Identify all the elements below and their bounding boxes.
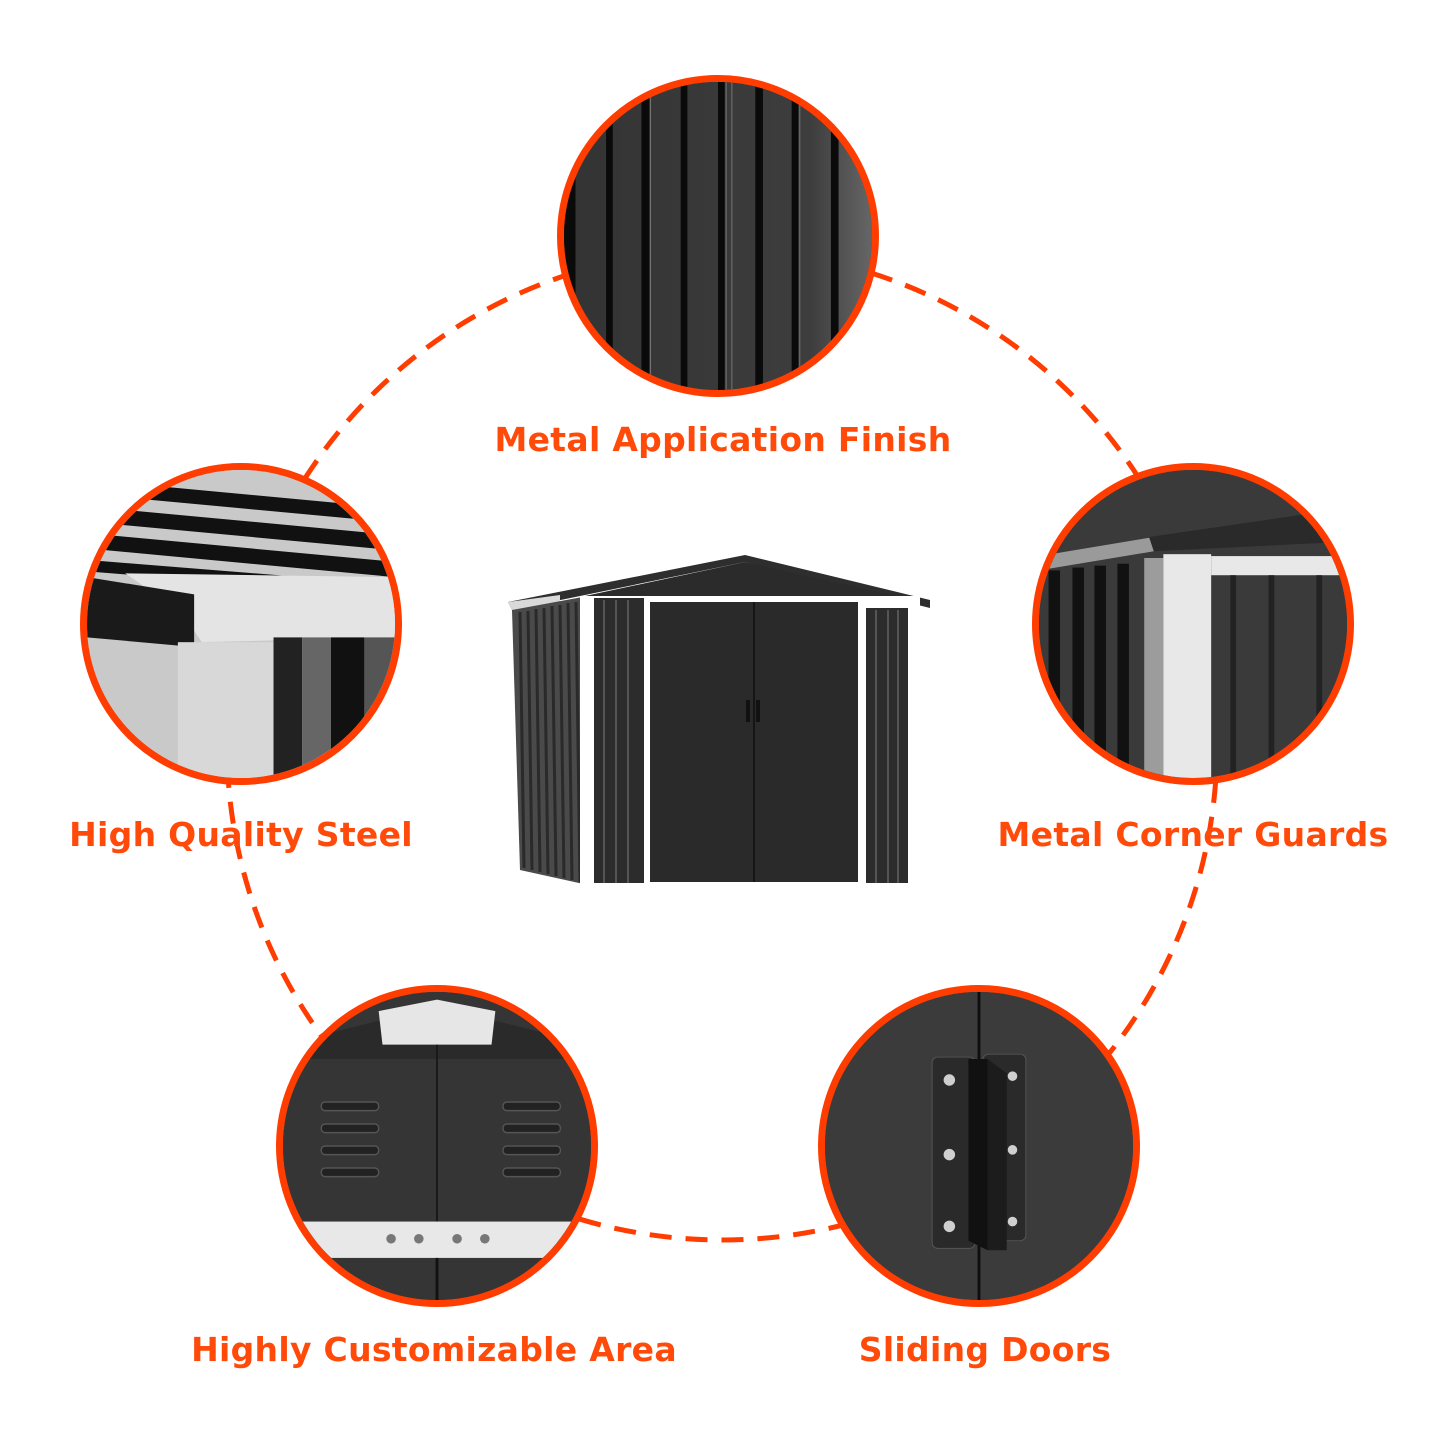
- feature-badge-metal-corner-guards: [1032, 463, 1354, 785]
- feature-label-metal-application-finish: Metal Application Finish: [494, 420, 952, 459]
- feature-badge-highly-customizable-area: [276, 985, 598, 1307]
- corrugated-panel-closeup-icon: [564, 82, 872, 390]
- feature-label-highly-customizable-area: Highly Customizable Area: [191, 1330, 677, 1369]
- feature-label-metal-corner-guards: Metal Corner Guards: [997, 815, 1389, 854]
- feature-label-sliding-doors: Sliding Doors: [858, 1330, 1112, 1369]
- door-handle-closeup-icon: [825, 992, 1133, 1300]
- gable-vents-closeup-icon: [283, 992, 591, 1300]
- feature-badge-high-quality-steel: [80, 463, 402, 785]
- feature-badge-metal-application-finish: [557, 75, 879, 397]
- steel-frame-corner-closeup-icon: [87, 470, 395, 778]
- feature-label-high-quality-steel: High Quality Steel: [69, 815, 413, 854]
- feature-badge-sliding-doors: [818, 985, 1140, 1307]
- shed-product-image: [508, 555, 930, 886]
- corner-guard-closeup-icon: [1039, 470, 1347, 778]
